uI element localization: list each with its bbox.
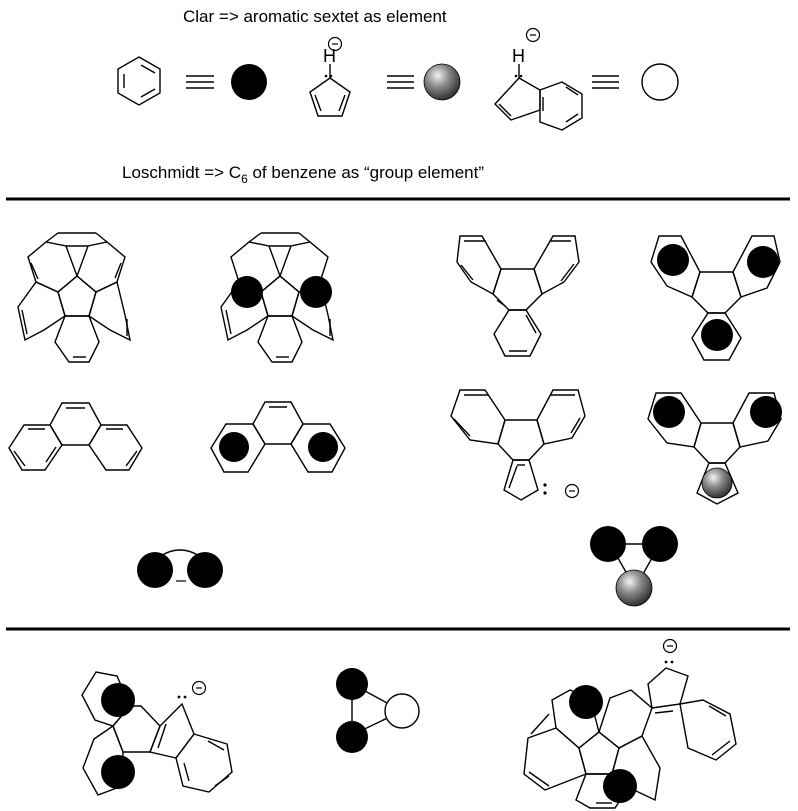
sextet-black-circle <box>750 396 782 428</box>
sextet-black-circle <box>657 244 689 276</box>
sextet-black-circle <box>653 396 685 428</box>
benzene-structure <box>117 56 161 106</box>
sextet-black-circle <box>300 276 332 308</box>
sextet-black-circle <box>219 432 249 462</box>
cyclopenta-phenanthrene-clar <box>647 392 782 505</box>
triphenylene-clar-structure <box>650 235 781 361</box>
sextet-black-circle <box>101 683 135 717</box>
two-sextet-one-indenyl-graph <box>336 668 420 753</box>
phenanthrene-clar-structure <box>210 401 346 473</box>
charge-minus-circle <box>525 27 541 43</box>
charge-minus-circle <box>662 638 678 654</box>
cyclopentadienyl-gray-sphere <box>423 63 461 101</box>
sextet-black-circle <box>603 769 637 803</box>
sextet-black-circle <box>231 276 263 308</box>
indenyl-anion <box>494 64 583 131</box>
clar-caption: Clar => aromatic sextet as element <box>183 7 447 26</box>
indenyl-open-circle <box>641 63 679 101</box>
equivalence-sign <box>387 75 414 89</box>
two-sextet-graph <box>137 549 223 588</box>
triangle-sextet-graph <box>590 526 678 607</box>
charge-minus-circle <box>191 680 207 696</box>
sextet-black-circle <box>101 755 135 789</box>
sextet-black-circle <box>231 64 267 100</box>
equivalence-sign <box>592 75 619 89</box>
hydrogen-label: H <box>323 46 336 66</box>
triphenylene-structure <box>456 235 580 357</box>
charge-minus-circle <box>564 483 580 499</box>
cyclopentadienyl-anion: H <box>309 36 351 117</box>
corannulene-structure <box>17 232 131 363</box>
sextet-black-circle <box>569 685 603 719</box>
phenanthrene-structure <box>8 402 143 471</box>
sextet-black-circle <box>701 319 733 351</box>
equivalence-sign <box>186 75 214 89</box>
loschmidt-caption: Loschmidt => C6 of benzene as “group ele… <box>122 163 484 186</box>
sextet-black-circle <box>747 246 779 278</box>
cyclopentadienyl-gray-sphere <box>701 467 733 499</box>
cyclopenta-phenanthrene-anion <box>450 389 586 501</box>
hydrogen-label: H <box>512 46 525 66</box>
sextet-black-circle <box>308 432 338 462</box>
